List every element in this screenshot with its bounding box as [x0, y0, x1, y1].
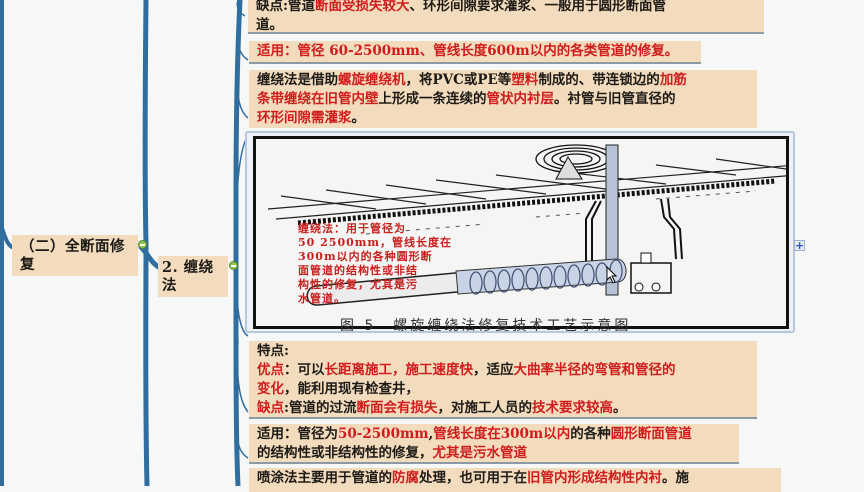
topic-winding-method[interactable]: 2. 缠绕法	[158, 256, 228, 297]
figure-overlay-text: 缠绕法：用于管径为 50 2500mm，管线长度在 300m以内的各种圆形断 面…	[298, 222, 453, 305]
expand-plus-icon[interactable]: +	[794, 239, 805, 252]
figure-image-node[interactable]: 缠绕法：用于管径为 50 2500mm，管线长度在 300m以内的各种圆形断 面…	[245, 131, 795, 334]
figure-caption: 图 5 螺旋缠绕法修复技术工艺示意图	[340, 318, 632, 334]
note-line: 道。	[256, 17, 283, 33]
note-winding-description[interactable]: 缠绕法是借助螺旋缠绕机，将PVC或PE等塑料制成的、带连锁边的加筋 条带缠绕在旧…	[249, 70, 757, 128]
note-line: 的结构性或非结构性的修复，尤其是污水管道	[257, 445, 527, 461]
note-previous-disadvantage[interactable]: 缺点:管道断面受损失较大、环形间隙要求灌浆、一般用于圆形断面管 道。	[248, 0, 764, 34]
collapse-toggle-icon[interactable]	[229, 261, 238, 270]
note-line: 适用：管径 60-2500mm、管线长度600m以内的各类管道的修复。	[257, 43, 679, 59]
note-applicable[interactable]: 适用：管径为50-2500mm,管线长度在300m以内的各种圆形断面管道 的结构…	[249, 424, 739, 464]
pipe-diagram-illustration	[267, 144, 786, 306]
note-line: 特点:	[257, 343, 289, 359]
topic-label: 2. 缠绕法	[162, 259, 214, 294]
note-line: 适用：管径为50-2500mm,管线长度在300m以内的各种圆形断面管道	[257, 426, 692, 442]
note-features[interactable]: 特点: 优点：可以长距离施工，施工速度快，适应大曲率半径的弯管和管径的 变化，能…	[249, 341, 757, 419]
spiral-winding-diagram: 缠绕法：用于管径为 50 2500mm，管线长度在 300m以内的各种圆形断 面…	[253, 136, 789, 334]
note-line: 缠绕法是借助螺旋缠绕机，将PVC或PE等塑料制成的、带连锁边的加筋	[257, 72, 687, 88]
note-line: 喷涂法主要用于管道的防腐处理，也可用于在旧管内形成结构性内衬。施	[257, 470, 689, 486]
topic-full-section-repair[interactable]: （二）全断面修复	[12, 235, 138, 276]
mouse-cursor-icon	[606, 266, 618, 284]
note-previous-applicable[interactable]: 适用：管径 60-2500mm、管线长度600m以内的各类管道的修复。	[249, 41, 701, 64]
note-spraying-description[interactable]: 喷涂法主要用于管道的防腐处理，也可用于在旧管内形成结构性内衬。施	[249, 468, 781, 492]
note-line: 条带缠绕在旧管内壁上形成一条连续的管状内衬层。衬管与旧管直径的	[257, 91, 676, 107]
collapse-toggle-icon[interactable]	[138, 240, 147, 249]
note-line: 优点：可以长距离施工，施工速度快，适应大曲率半径的弯管和管径的	[257, 362, 676, 378]
note-line: 环形间隙需灌浆。	[257, 110, 365, 126]
note-line: 变化，能利用现有检查井，	[257, 381, 419, 397]
note-line: 缺点:管道断面受损失较大、环形间隙要求灌浆、一般用于圆形断面管	[256, 0, 666, 14]
note-line: 缺点:管道的过流断面会有损失，对施工人员的技术要求较高。	[257, 400, 627, 416]
topic-label: （二）全断面修复	[20, 238, 125, 273]
